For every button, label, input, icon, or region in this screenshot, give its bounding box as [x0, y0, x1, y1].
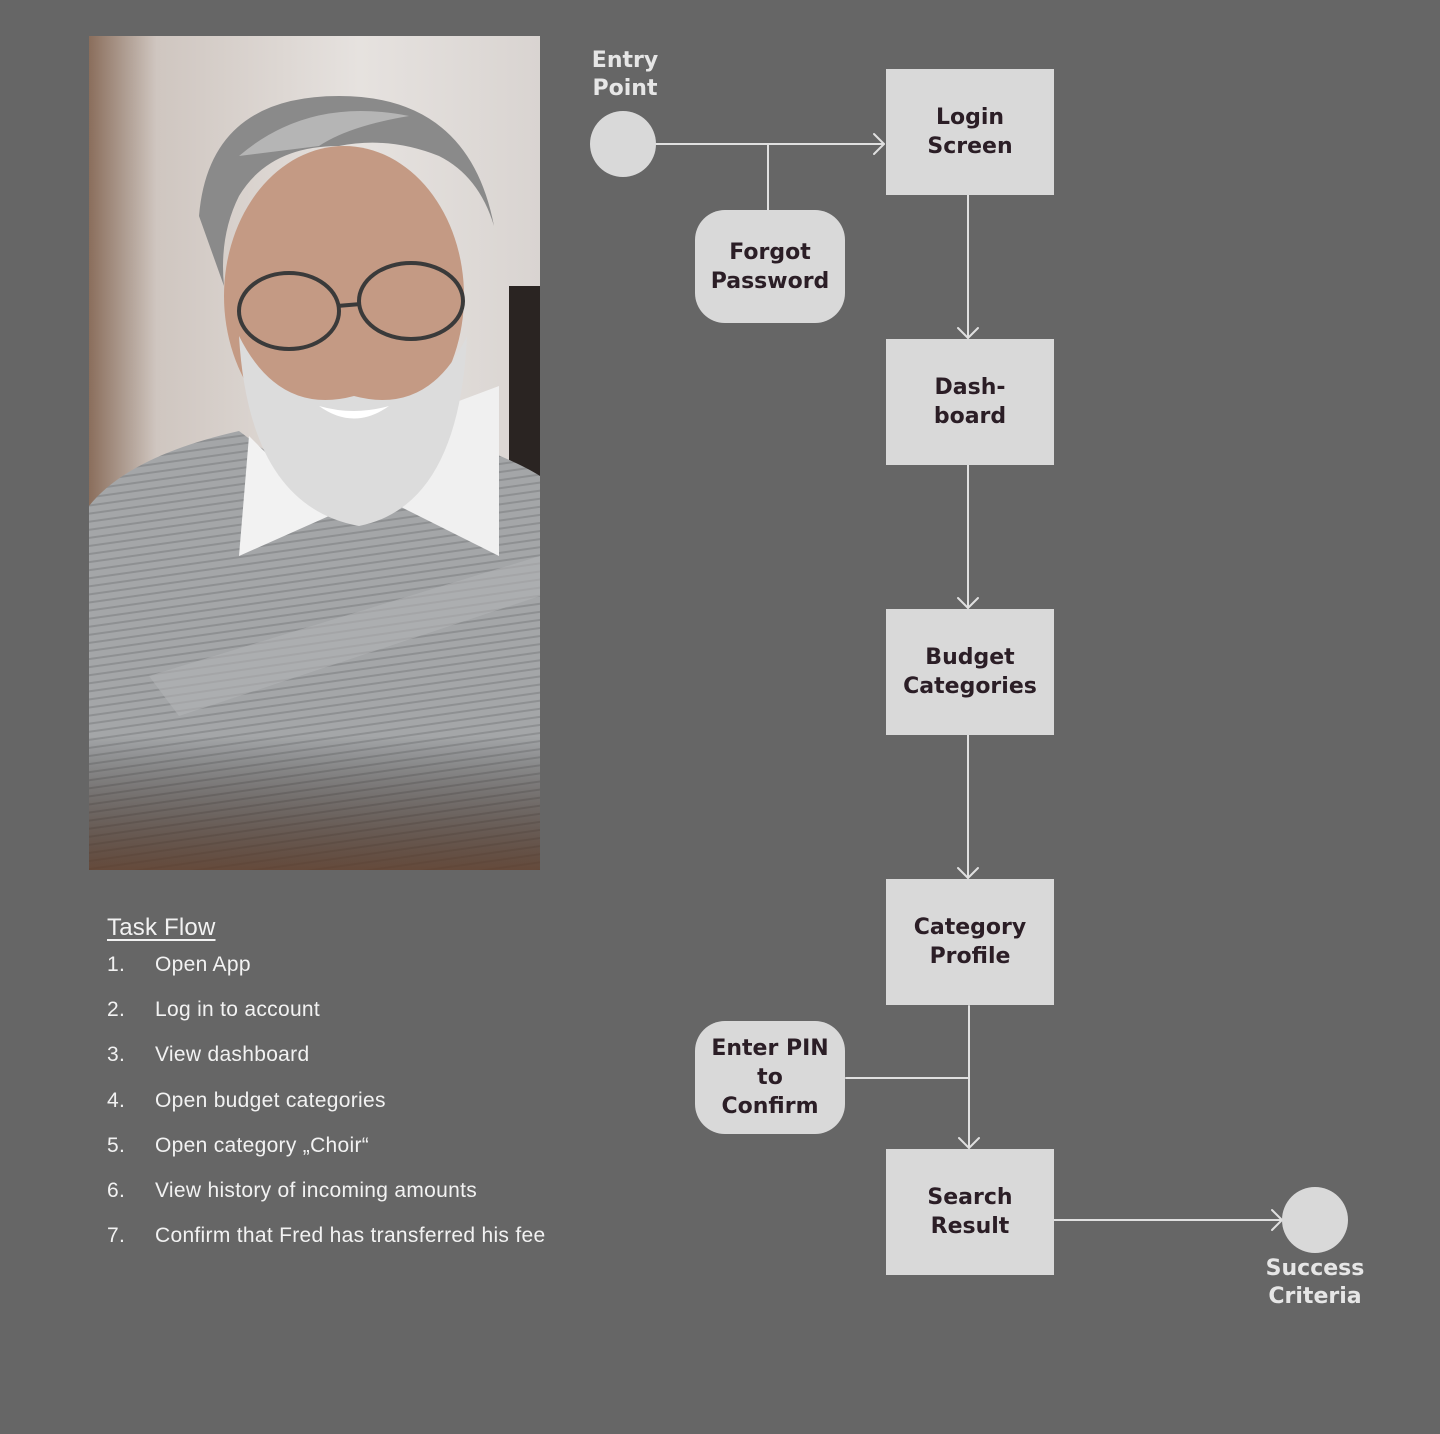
task-step: 4. Open budget categories [107, 1089, 667, 1134]
node-login-screen-label: Login Screen [927, 105, 1013, 159]
node-forgot-password-label: Forgot Password [710, 239, 830, 294]
task-step-text: Open budget categories [155, 1088, 386, 1112]
arrowhead-category [957, 867, 979, 879]
task-flow-list: 1. Open App 2. Log in to account 3. View da… [107, 953, 667, 1269]
node-category-profile: Category Profile [886, 879, 1054, 1005]
arrowhead-budget [957, 597, 979, 609]
arrowhead-success [1271, 1209, 1283, 1231]
task-step-number: 1. [107, 953, 126, 976]
task-step-text: Open App [155, 953, 251, 976]
arrowhead-dashboard [957, 327, 979, 339]
arrowhead-login [873, 133, 885, 155]
node-search-result: Search Result [886, 1149, 1054, 1275]
task-step-text: Confirm that Fred has transferred his fe… [155, 1224, 546, 1248]
node-budget-categories: Budget Categories [886, 609, 1054, 735]
success-criteria-circle [1282, 1187, 1348, 1253]
arrowhead-search [958, 1137, 980, 1149]
task-step-text: Open category „Choir“ [155, 1133, 370, 1157]
task-step-text: View history of incoming amounts [155, 1178, 478, 1202]
node-login-screen: Login Screen [886, 69, 1054, 195]
task-step: 7. Confirm that Fred has transferred his … [107, 1224, 667, 1269]
task-step-text: View dashboard [155, 1043, 310, 1067]
node-category-profile-label: Category Profile [913, 915, 1027, 969]
task-step-number: 2. [107, 998, 126, 1022]
node-dashboard: Dash- board [886, 339, 1054, 465]
persona-photo [89, 36, 540, 870]
task-step-number: 7. [107, 1224, 126, 1248]
node-search-result-label: Search Result [927, 1185, 1013, 1239]
persona-illustration [89, 36, 540, 870]
node-forgot-password: Forgot Password [695, 210, 845, 323]
task-step: 2. Log in to account [107, 998, 667, 1043]
entry-point-circle [590, 111, 656, 177]
task-step: 6. View history of incoming amounts [107, 1179, 667, 1224]
success-criteria-label: Success Criteria [1265, 1256, 1365, 1309]
node-dashboard-label: Dash- board [933, 375, 1007, 429]
task-step: 5. Open category „Choir“ [107, 1134, 667, 1179]
task-step-number: 5. [107, 1133, 126, 1157]
task-step-number: 4. [107, 1088, 126, 1112]
node-enter-pin: Enter PIN to Confirm [695, 1021, 845, 1134]
task-flow: Task Flow 1. Open App 2. Log in to account… [107, 914, 667, 1269]
task-step: 1. Open App [107, 953, 667, 998]
task-step-number: 6. [107, 1178, 126, 1202]
task-step: 3. View dashboard [107, 1043, 667, 1088]
task-step-number: 3. [107, 1043, 126, 1067]
node-budget-categories-label: Budget Categories [903, 645, 1037, 699]
entry-point-label: Entry Point [591, 48, 659, 101]
task-step-text: Log in to account [155, 998, 321, 1022]
task-flow-title: Task Flow [107, 914, 216, 941]
node-enter-pin-label: Enter PIN to Confirm [711, 1036, 829, 1119]
